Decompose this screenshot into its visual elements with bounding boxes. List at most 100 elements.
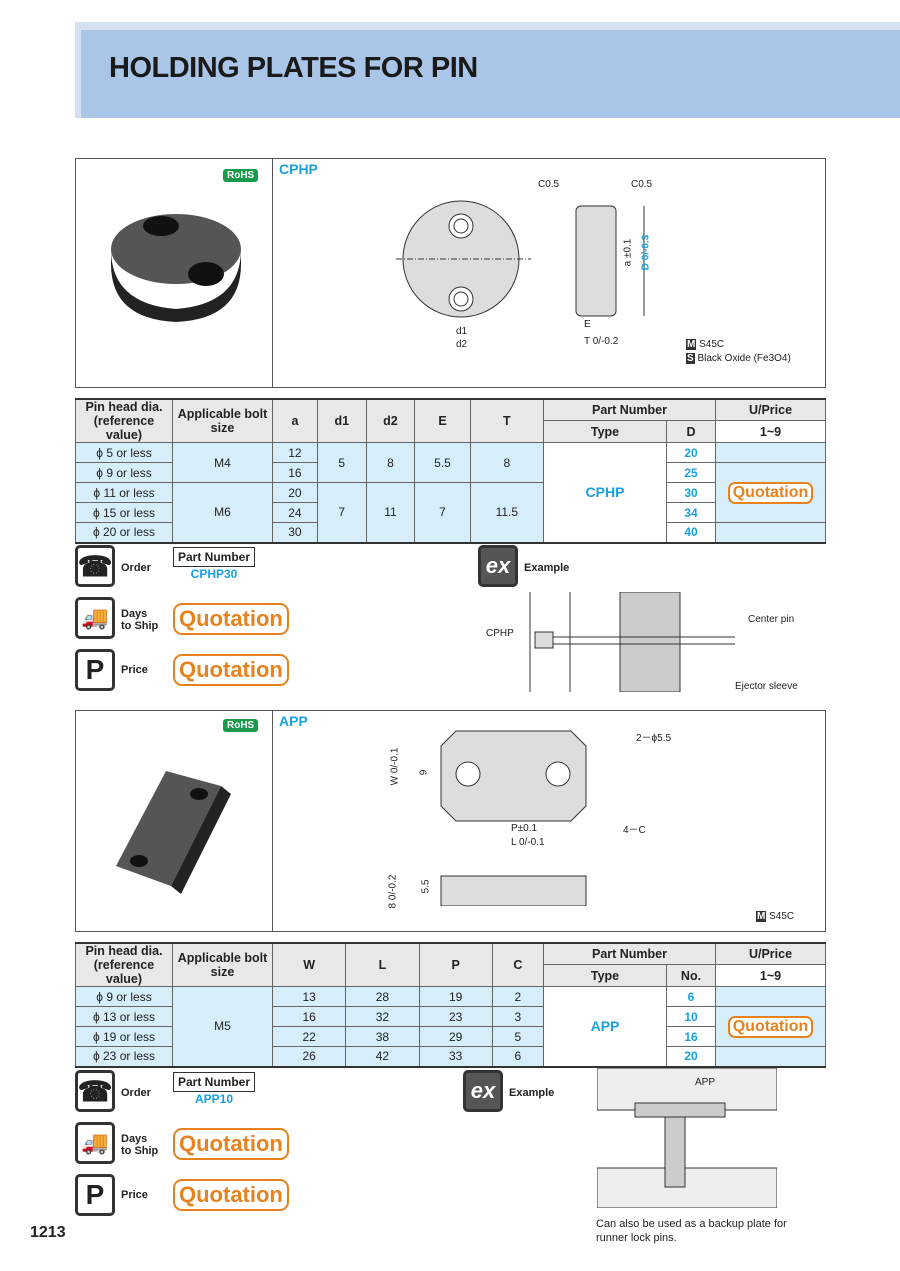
material-icon: M [756, 911, 767, 922]
table-cell: 13 [271, 986, 347, 1007]
table-cell: 5 [316, 442, 367, 483]
price-label: Price [121, 664, 148, 676]
table-cell: 29 [418, 1026, 493, 1047]
table-cell: d2 [365, 398, 416, 443]
table-cell: Type [543, 964, 667, 987]
surface-treatment: Black Oxide (Fe3O4) [697, 353, 791, 364]
table-cell: 26 [271, 1046, 347, 1067]
price-quotation-button[interactable]: Quotation [173, 1179, 289, 1211]
example-label-cphp: CPHP [486, 628, 514, 639]
app-example-drawing [597, 1068, 777, 1208]
quotation-button[interactable]: Quotation [727, 1015, 814, 1038]
dim-p: P±0.1 [511, 823, 538, 834]
dim-w: W 0/-0.1 [389, 747, 401, 786]
table-cell: U/Price [715, 398, 826, 422]
days-quotation-button[interactable]: Quotation [173, 603, 289, 635]
cphp-product-image [111, 214, 241, 322]
table-cell: 16 [271, 1006, 347, 1027]
app-photo: RoHS [76, 711, 273, 931]
dim-t: T 0/-0.2 [584, 336, 619, 347]
order-label: Order [121, 1087, 151, 1099]
dim-8: 8 0/-0.2 [387, 874, 399, 909]
part-number-label: Part Number [173, 547, 256, 567]
table-cell: 1~9 [715, 964, 826, 987]
table-cell: 20 [666, 1046, 716, 1067]
table-cell: E [414, 398, 471, 443]
example-label: Example [524, 562, 570, 574]
surface-icon: S [686, 353, 695, 364]
table-cell: Quotation [715, 462, 826, 523]
page-title: HOLDING PLATES FOR PIN [109, 52, 478, 84]
table-cell: a [272, 398, 318, 443]
table-cell [715, 442, 826, 463]
cphp-product-box: RoHS CPHP C0.5 C0.5 a ±0.1 D 0/-0.3 E T … [75, 158, 826, 388]
cphp-photo: RoHS [76, 159, 273, 387]
table-cell: Quotation [715, 1006, 826, 1047]
chamfer-label: C0.5 [631, 179, 653, 190]
dim-l: L 0/-0.1 [511, 837, 545, 848]
table-cell: 25 [666, 462, 716, 483]
app-type-label: APP [279, 713, 308, 729]
table-cell: 5.5 [414, 442, 471, 483]
table-cell: ϕ 11 or less [75, 482, 173, 503]
table-cell: 5 [491, 1026, 545, 1047]
table-cell: Pin head dia.(reference value) [75, 398, 173, 443]
quotation-button[interactable]: Quotation [727, 481, 814, 504]
days-quotation-button[interactable]: Quotation [173, 1128, 289, 1160]
table-cell: 38 [345, 1026, 420, 1047]
table-cell [715, 986, 826, 1007]
price-quotation-button[interactable]: Quotation [173, 654, 289, 686]
table-cell: ϕ 23 or less [75, 1046, 173, 1067]
dim-d1: d1 [456, 326, 468, 337]
table-cell: 34 [666, 502, 716, 523]
table-cell [715, 1046, 826, 1067]
table-cell: Pin head dia.(reference value) [75, 942, 173, 987]
table-cell: ϕ 9 or less [75, 462, 173, 483]
example-icon: ex [463, 1070, 503, 1112]
table-cell: 30 [666, 482, 716, 503]
example-label-ejector-sleeve: Ejector sleeve [735, 681, 798, 692]
app-product-image [116, 771, 231, 894]
table-cell: ϕ 13 or less [75, 1006, 173, 1027]
cphp-example-drawing [529, 592, 735, 692]
table-cell: W [271, 942, 347, 987]
dim-hole: 2－ϕ5.5 [636, 733, 672, 744]
table-cell: APP [543, 986, 667, 1067]
table-cell: 3 [491, 1006, 545, 1027]
table-cell: 42 [345, 1046, 420, 1067]
phone-icon: ☎ [75, 1070, 115, 1112]
price-icon: P [75, 649, 115, 691]
app-product-box: RoHS APP 2－ϕ5.5 4－C P±0.1 L 0/-0.1 W 0/-… [75, 710, 826, 932]
cphp-type-label: CPHP [279, 161, 318, 177]
table-cell: 7 [414, 482, 471, 543]
dim-e: E [584, 319, 591, 330]
dim-a: a ±0.1 [622, 238, 634, 267]
table-cell: Type [543, 420, 667, 443]
table-cell: 11 [365, 482, 416, 543]
table-cell: 28 [345, 986, 420, 1007]
cphp-technical-drawing [396, 200, 645, 318]
price-label: Price [121, 1189, 148, 1201]
truck-icon: 🚚 [75, 1122, 115, 1164]
page-header: HOLDING PLATES FOR PIN [75, 22, 900, 118]
table-cell: 8 [469, 442, 545, 483]
material: S45C [699, 339, 725, 350]
dim-d2: d2 [456, 339, 468, 350]
dim-d: D 0/-0.3 [640, 234, 652, 271]
dim-chamfer: 4－C [623, 825, 646, 836]
table-cell: P [418, 942, 493, 987]
table-cell: 20 [272, 482, 318, 503]
example-caption: Can also be used as a backup plate for r… [596, 1218, 787, 1244]
